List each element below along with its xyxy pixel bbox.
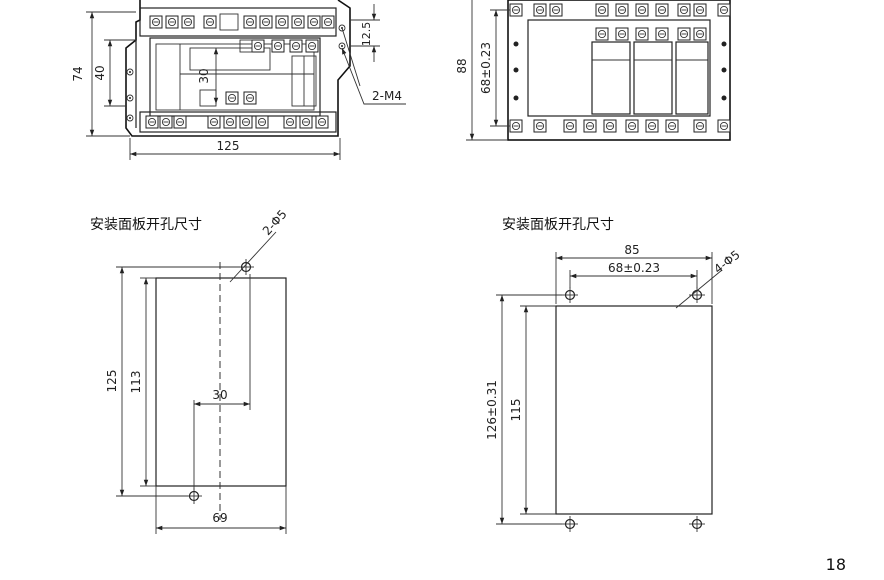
- cutout-left: 2-Φ5 125 113 30 69: [105, 207, 290, 534]
- dim-30-offset: 30: [212, 388, 227, 402]
- dim-88: 88: [455, 58, 469, 73]
- screw-note-2-m4: 2-M4: [372, 89, 402, 103]
- dim-125: 125: [217, 139, 240, 153]
- dim-115: 115: [509, 399, 523, 422]
- dim-126: 126±0.31: [485, 380, 499, 440]
- dim-69: 69: [212, 511, 227, 525]
- cutout-caption-left: 安装面板开孔尺寸: [90, 217, 202, 233]
- top-left-view: 74 40 30 125 12.5 2-M4: [71, 0, 406, 160]
- dim-12-5: 12.5: [360, 22, 373, 47]
- dim-68-cutout: 68±0.23: [608, 261, 660, 275]
- page-number: 18: [825, 555, 846, 574]
- top-right-view: 88 68±0.23: [455, 0, 731, 141]
- dim-74: 74: [71, 66, 85, 81]
- dim-68-pitch: 68±0.23: [479, 42, 493, 94]
- dim-125-cutout: 125: [105, 370, 119, 393]
- dim-113: 113: [129, 371, 143, 394]
- dim-40: 40: [93, 65, 107, 80]
- cutout-right: 4-Φ5 85 68±0.23 126±0.31 115: [485, 243, 743, 532]
- hole-note-right: 4-Φ5: [711, 247, 743, 276]
- cutout-caption-right: 安装面板开孔尺寸: [502, 217, 614, 233]
- dim-85: 85: [624, 243, 639, 257]
- dim-30: 30: [197, 68, 211, 83]
